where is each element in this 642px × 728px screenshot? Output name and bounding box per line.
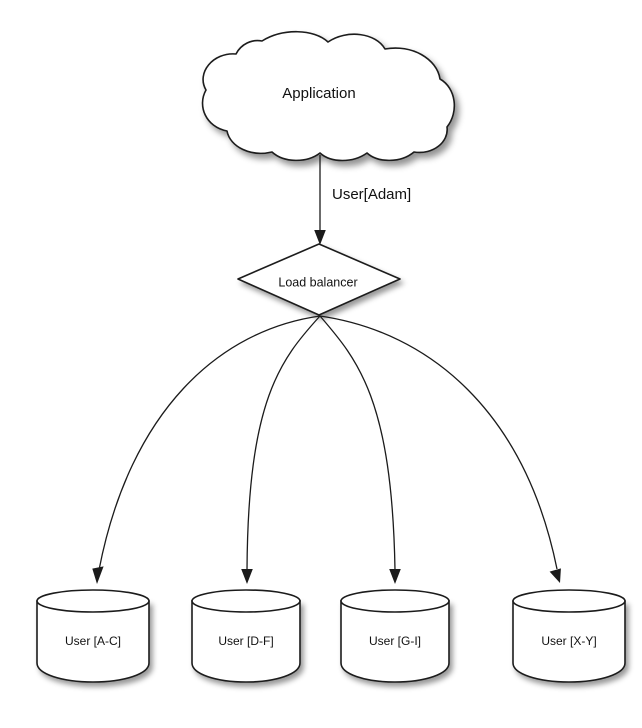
- edge-lb-db1-arrowhead: [241, 569, 253, 584]
- application-label: Application: [282, 85, 355, 102]
- database-0-label: User [A-C]: [65, 634, 121, 648]
- database-2-body: [340, 600, 450, 683]
- node-database-0[interactable]: User [A-C]: [36, 589, 150, 683]
- edge-app-to-loadbalancer: User[Adam]: [314, 155, 411, 245]
- node-load-balancer[interactable]: Load balancer: [237, 243, 401, 316]
- node-database-2[interactable]: User [G-I]: [340, 589, 450, 683]
- database-1-top: [191, 589, 301, 613]
- edge-lb-db2-arrowhead: [389, 569, 401, 584]
- edge-lb-db0-arrowhead: [92, 566, 104, 584]
- edge-app-lb-label: User[Adam]: [332, 186, 411, 203]
- cloud-shape: [201, 30, 456, 162]
- node-application[interactable]: Application: [201, 30, 456, 162]
- database-3-body: [512, 600, 626, 683]
- database-3-label: User [X-Y]: [541, 634, 596, 648]
- edge-lb-to-db-0: [92, 315, 321, 584]
- edge-lb-to-db-1: [241, 315, 321, 584]
- edge-lb-to-db-2: [319, 315, 401, 584]
- edge-lb-to-db-3: [319, 315, 561, 583]
- edge-lb-db3-arrowhead: [549, 568, 561, 583]
- database-3-top: [512, 589, 626, 613]
- edge-lb-db2-curve: [319, 315, 396, 571]
- load-balancer-label: Load balancer: [278, 275, 357, 289]
- node-database-1[interactable]: User [D-F]: [191, 589, 301, 683]
- database-2-top: [340, 589, 450, 613]
- node-database-3[interactable]: User [X-Y]: [512, 589, 626, 683]
- database-1-body: [191, 600, 301, 683]
- edges-loadbalancer-to-databases: [92, 315, 561, 584]
- edge-app-lb-arrowhead: [314, 230, 326, 245]
- edge-lb-db1-curve: [246, 315, 321, 571]
- edge-lb-db0-curve: [98, 315, 321, 571]
- database-0-top: [36, 589, 150, 613]
- database-0-body: [36, 600, 150, 683]
- edge-lb-db3-curve: [319, 315, 558, 570]
- database-2-label: User [G-I]: [369, 634, 421, 648]
- database-1-label: User [D-F]: [218, 634, 273, 648]
- diamond-shape: [237, 243, 401, 316]
